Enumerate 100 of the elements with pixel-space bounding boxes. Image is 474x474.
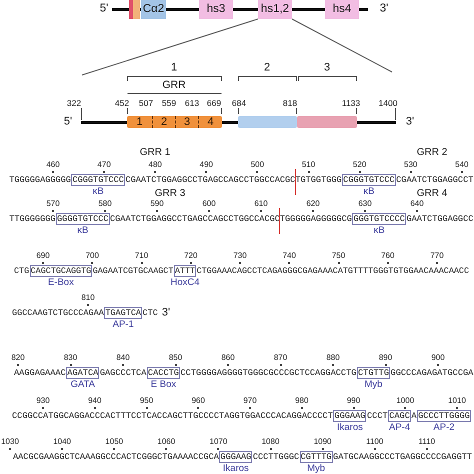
repeat-label: GRR 2 [416, 148, 448, 158]
repeat-label: GRR 1 [140, 148, 170, 158]
position-number: 500 [250, 161, 264, 169]
dna-sequence: GAATCTGGAGGCC [406, 214, 474, 224]
gene-segment-box: Cα2 [141, 0, 166, 19]
boxed-motif: AGATCA [67, 368, 98, 378]
position-number: 970 [243, 397, 257, 405]
dna-sequence: TGGGGGAGGGGGCG [280, 214, 352, 224]
motif-label: AP-4 [388, 423, 410, 432]
position-number: 730 [233, 252, 247, 260]
boxed-motif: GGGTGTCCCC [353, 214, 405, 224]
position-number: 613 [184, 98, 200, 108]
dna-sequence: GAGCCCTCA [100, 368, 146, 378]
position-number: 1400 [378, 98, 398, 108]
dna-sequence: CCGGCCATGGCAGGACCCACTTTCCTCACCAGCTTGCCCCTAGGTGGACCCACAGGACCCCT [12, 411, 333, 421]
position-number: 490 [200, 161, 213, 169]
position-number: 890 [378, 354, 392, 362]
dna-sequence: A [411, 411, 417, 421]
dna-sequence: TGTGGTGGG [295, 175, 342, 185]
dna-sequence: GATGCAAGGCCCTGAGGCCCCGAGGTT [333, 452, 472, 462]
dna-sequence: CGAATCTGGAGGCCTGAGCCAGCCTGGCCACGC [110, 214, 280, 224]
dna-sequence: TTGGGGGGG [9, 214, 56, 224]
position-number: 870 [274, 354, 288, 362]
strand-end-label: 3' [162, 308, 170, 318]
position-number: 480 [148, 161, 162, 169]
position-number: 452 [114, 98, 130, 108]
boxed-motif: CGGGTGTCCC [343, 175, 395, 185]
position-number: 1133 [342, 98, 360, 108]
boxed-motif: CTGTTG [358, 368, 390, 378]
position-number: 640 [410, 200, 424, 208]
motif-label: κB [92, 187, 104, 196]
boxed-motif: GGGGTGTCCC [57, 214, 109, 224]
dna-sequence: AACGCGAAGGCTCAAAGGCCCACTCGGGCTGAAAACCGCA [13, 452, 219, 462]
position-number: 580 [98, 200, 112, 208]
boxed-motif: CAGC [389, 411, 410, 421]
strand-end-label: 5' [100, 3, 108, 15]
position-number: 690 [36, 252, 50, 260]
position-number: 850 [168, 354, 182, 362]
motif-label: Myb [364, 380, 382, 390]
position-number: 1060 [157, 438, 176, 446]
position-number: 1070 [210, 438, 228, 446]
position-number: 470 [97, 161, 111, 169]
position-number: 980 [295, 397, 308, 405]
motif-label: E-Box [48, 278, 74, 288]
position-number: 840 [116, 354, 130, 362]
motif-label: Ikaros [222, 464, 249, 474]
strand-end-label: 3' [406, 116, 414, 128]
position-number: 570 [46, 200, 60, 208]
region-number: 3 [324, 62, 330, 74]
motif-label: κB [363, 187, 374, 196]
position-number: 1010 [448, 397, 466, 405]
boxed-motif: GCCCTTGGGG [418, 411, 470, 421]
enhancer-box: hs4 [325, 0, 359, 19]
dna-sequence: AAGGAGAAAC [14, 368, 66, 378]
strand-end-label: 5' [64, 116, 72, 128]
position-number: 880 [326, 354, 340, 362]
position-number: 559 [162, 98, 176, 108]
enhancer-box: hs1,2 [258, 0, 292, 19]
stripe-bar [129, 0, 133, 19]
position-number: 830 [64, 354, 78, 362]
position-number: 770 [430, 252, 444, 260]
position-number: 1100 [366, 438, 384, 446]
position-number: 760 [381, 252, 394, 260]
position-number: 860 [221, 354, 235, 362]
repeat-unit: 3 [175, 116, 198, 128]
position-number: 1110 [418, 438, 436, 446]
position-number: 460 [46, 161, 60, 169]
position-number: 810 [81, 294, 95, 302]
enhancer-box: hs3 [199, 0, 233, 19]
position-number: 720 [184, 252, 198, 260]
boxed-motif: CAGCTGCAGGTG [30, 266, 92, 276]
position-number: 540 [455, 161, 468, 169]
boxed-motif: GGGAAG [220, 452, 252, 462]
motif-label: Myb [307, 464, 326, 474]
dna-sequence: GGCCAAGTCTGCCCAGAA [12, 308, 104, 318]
position-number: 710 [134, 252, 148, 260]
position-number: 990 [346, 397, 360, 405]
dna-sequence: CCTGGGGAGGGGTGGGCGCCCGCTCCAGGACCTG [180, 368, 356, 378]
position-number: 530 [404, 161, 418, 169]
boxed-motif: ATTT [174, 266, 196, 276]
region-label: GRR [162, 80, 186, 90]
repeat-unit: 1 [127, 116, 152, 128]
boxed-motif: CGTTTG [300, 452, 332, 462]
region-bar [297, 116, 357, 128]
dna-sequence: CCCTTGGGC [252, 452, 300, 462]
position-number: 940 [88, 397, 102, 405]
position-number: 610 [254, 200, 268, 208]
motif-label: HoxC4 [170, 278, 200, 288]
motif-label: κB [374, 226, 385, 236]
position-number: 507 [138, 98, 154, 108]
position-number: 600 [202, 200, 216, 208]
zoom-line [82, 18, 258, 76]
position-number: 930 [36, 397, 50, 405]
position-number: 520 [352, 161, 366, 169]
dna-sequence: CTG [14, 266, 30, 276]
position-number: 1050 [105, 438, 124, 446]
position-number: 900 [431, 354, 445, 362]
position-number: 630 [358, 200, 372, 208]
motif-label: Ikaros [337, 423, 363, 432]
position-number: 510 [302, 161, 316, 169]
